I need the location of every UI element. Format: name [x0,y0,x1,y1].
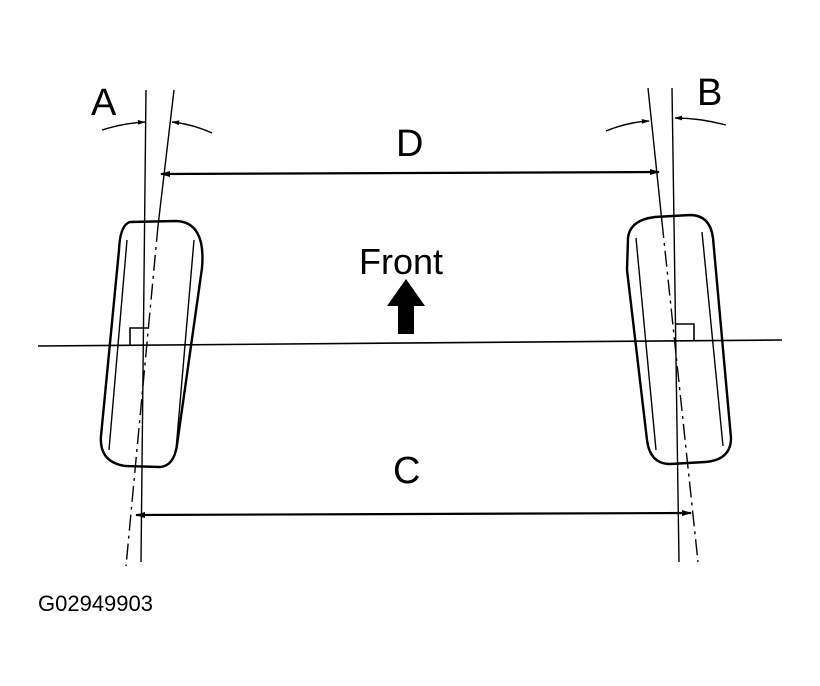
right-wheel [625,213,733,466]
label-front: Front [359,241,443,282]
right-wheel-plane [647,87,663,223]
right-vertical-reference [671,87,680,563]
left-right-angle-marker [129,327,149,345]
angle-b-arc-left [605,118,650,132]
angle-a-arc-left [101,119,146,131]
label-b: B [697,72,722,114]
figure-code: G02949903 [38,591,153,616]
label-a: A [91,82,117,124]
right-wheel-plane-dashed [661,221,699,563]
label-d: D [396,123,423,165]
angle-b-arc-right [674,115,727,126]
dimension-c-line [135,510,692,518]
right-right-angle-marker [676,323,695,341]
left-wheel [99,219,204,469]
left-wheel-plane-dashed [125,225,159,567]
label-c: C [393,450,420,492]
angle-a-arc-right [171,120,213,134]
dimension-d-line [160,169,660,177]
front-arrow-icon [387,279,425,334]
left-vertical-reference [140,89,147,563]
axle-centerline [37,339,783,347]
left-wheel-plane [157,89,175,227]
